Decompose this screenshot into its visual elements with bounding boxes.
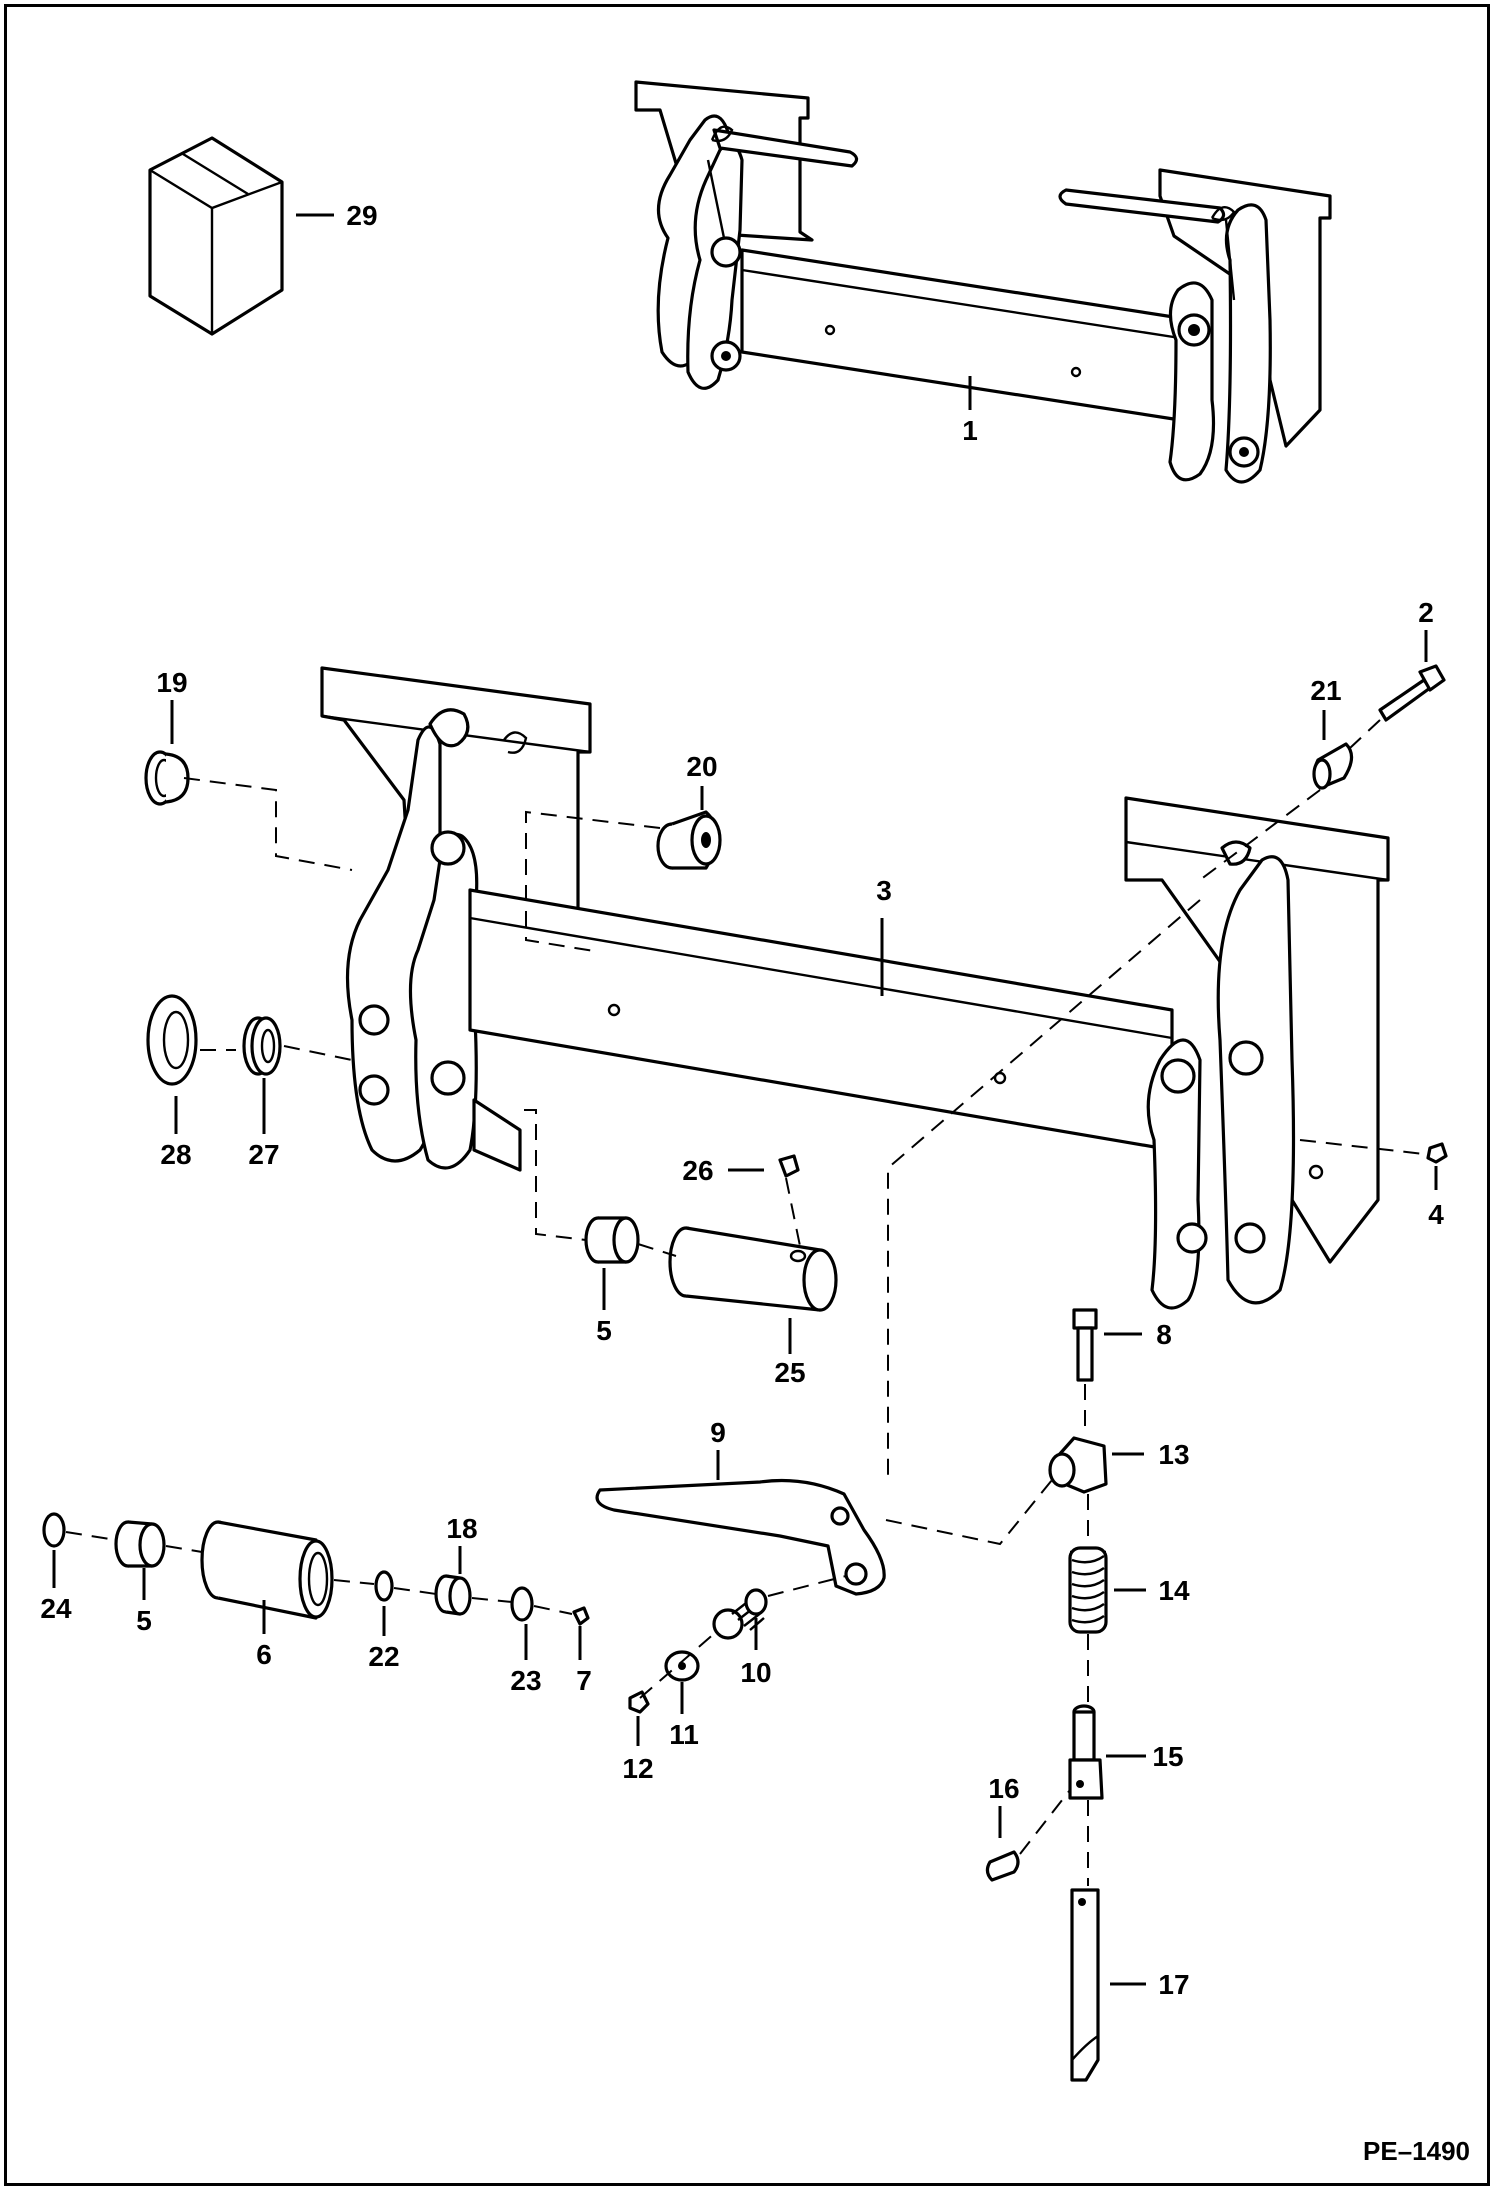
callout-15: 15 bbox=[1152, 1741, 1183, 1772]
callout-12: 12 bbox=[622, 1753, 653, 1784]
part-14-spring bbox=[1068, 1546, 1108, 1634]
part-8-bolt bbox=[1072, 1308, 1098, 1382]
part-13-block bbox=[1048, 1436, 1108, 1494]
part-18-spacer bbox=[434, 1574, 472, 1616]
part-15-plunger bbox=[1068, 1704, 1104, 1800]
callout-5a: 5 bbox=[596, 1315, 612, 1346]
callout-10: 10 bbox=[740, 1657, 771, 1688]
callout-29: 29 bbox=[346, 200, 377, 231]
callout-18: 18 bbox=[446, 1513, 477, 1544]
assembly-lines bbox=[65, 719, 1425, 1886]
callout-24: 24 bbox=[40, 1593, 72, 1624]
callout-9: 9 bbox=[710, 1417, 726, 1448]
part-10-spring bbox=[712, 1588, 768, 1640]
part-20-collar bbox=[656, 810, 722, 870]
part-16-pin bbox=[985, 1850, 1020, 1882]
callout-27: 27 bbox=[248, 1139, 279, 1170]
part-7-fitting bbox=[572, 1606, 590, 1626]
callout-14: 14 bbox=[1158, 1575, 1190, 1606]
callout-3: 3 bbox=[876, 875, 892, 906]
part-25-pin bbox=[668, 1226, 838, 1312]
callout-4: 4 bbox=[1428, 1199, 1444, 1230]
part-4-nut bbox=[1426, 1142, 1448, 1164]
callout-28: 28 bbox=[160, 1139, 191, 1170]
part-29-box bbox=[148, 136, 284, 336]
callout-5b: 5 bbox=[136, 1605, 152, 1636]
callout-19: 19 bbox=[156, 667, 187, 698]
callout-21: 21 bbox=[1310, 675, 1341, 706]
part-27-seal bbox=[242, 1016, 282, 1076]
part-3-frame bbox=[320, 666, 1390, 1310]
part-5-bushing-lower bbox=[114, 1520, 166, 1568]
part-2-bolt bbox=[1378, 664, 1446, 722]
callout-6: 6 bbox=[256, 1639, 272, 1670]
part-26-grease-fitting bbox=[778, 1154, 800, 1178]
callout-26: 26 bbox=[682, 1155, 713, 1186]
part-22-ring bbox=[374, 1570, 394, 1602]
callout-1: 1 bbox=[962, 415, 978, 446]
part-24-ring bbox=[42, 1512, 66, 1548]
callout-22: 22 bbox=[368, 1641, 399, 1672]
callout-7: 7 bbox=[576, 1665, 592, 1696]
callout-17: 17 bbox=[1158, 1969, 1189, 2000]
part-19-bushing bbox=[144, 750, 190, 806]
part-17-rod bbox=[1070, 1888, 1100, 2082]
part-23-ring bbox=[510, 1586, 534, 1622]
part-1-coupler-assembly bbox=[634, 80, 1332, 484]
part-12-nut bbox=[628, 1690, 650, 1714]
part-5-bushing bbox=[584, 1216, 640, 1264]
callout-16: 16 bbox=[988, 1773, 1019, 1804]
leader-lines bbox=[52, 213, 1438, 1986]
callout-labels: 1 2 3 4 5 5 6 7 8 9 10 11 12 13 14 15 16… bbox=[40, 200, 1444, 2000]
callout-2: 2 bbox=[1418, 597, 1434, 628]
drawing-code: PE–1490 bbox=[1363, 2136, 1470, 2166]
part-9-lever bbox=[595, 1478, 886, 1596]
callout-23: 23 bbox=[510, 1665, 541, 1696]
part-6-sleeve bbox=[200, 1520, 334, 1620]
callout-11: 11 bbox=[669, 1719, 699, 1750]
part-21-bushing bbox=[1312, 742, 1354, 790]
callout-25: 25 bbox=[774, 1357, 805, 1388]
callout-13: 13 bbox=[1158, 1439, 1189, 1470]
part-28-seal bbox=[146, 994, 198, 1086]
callout-8: 8 bbox=[1156, 1319, 1172, 1350]
callout-20: 20 bbox=[686, 751, 717, 782]
part-11-washer bbox=[664, 1650, 700, 1682]
